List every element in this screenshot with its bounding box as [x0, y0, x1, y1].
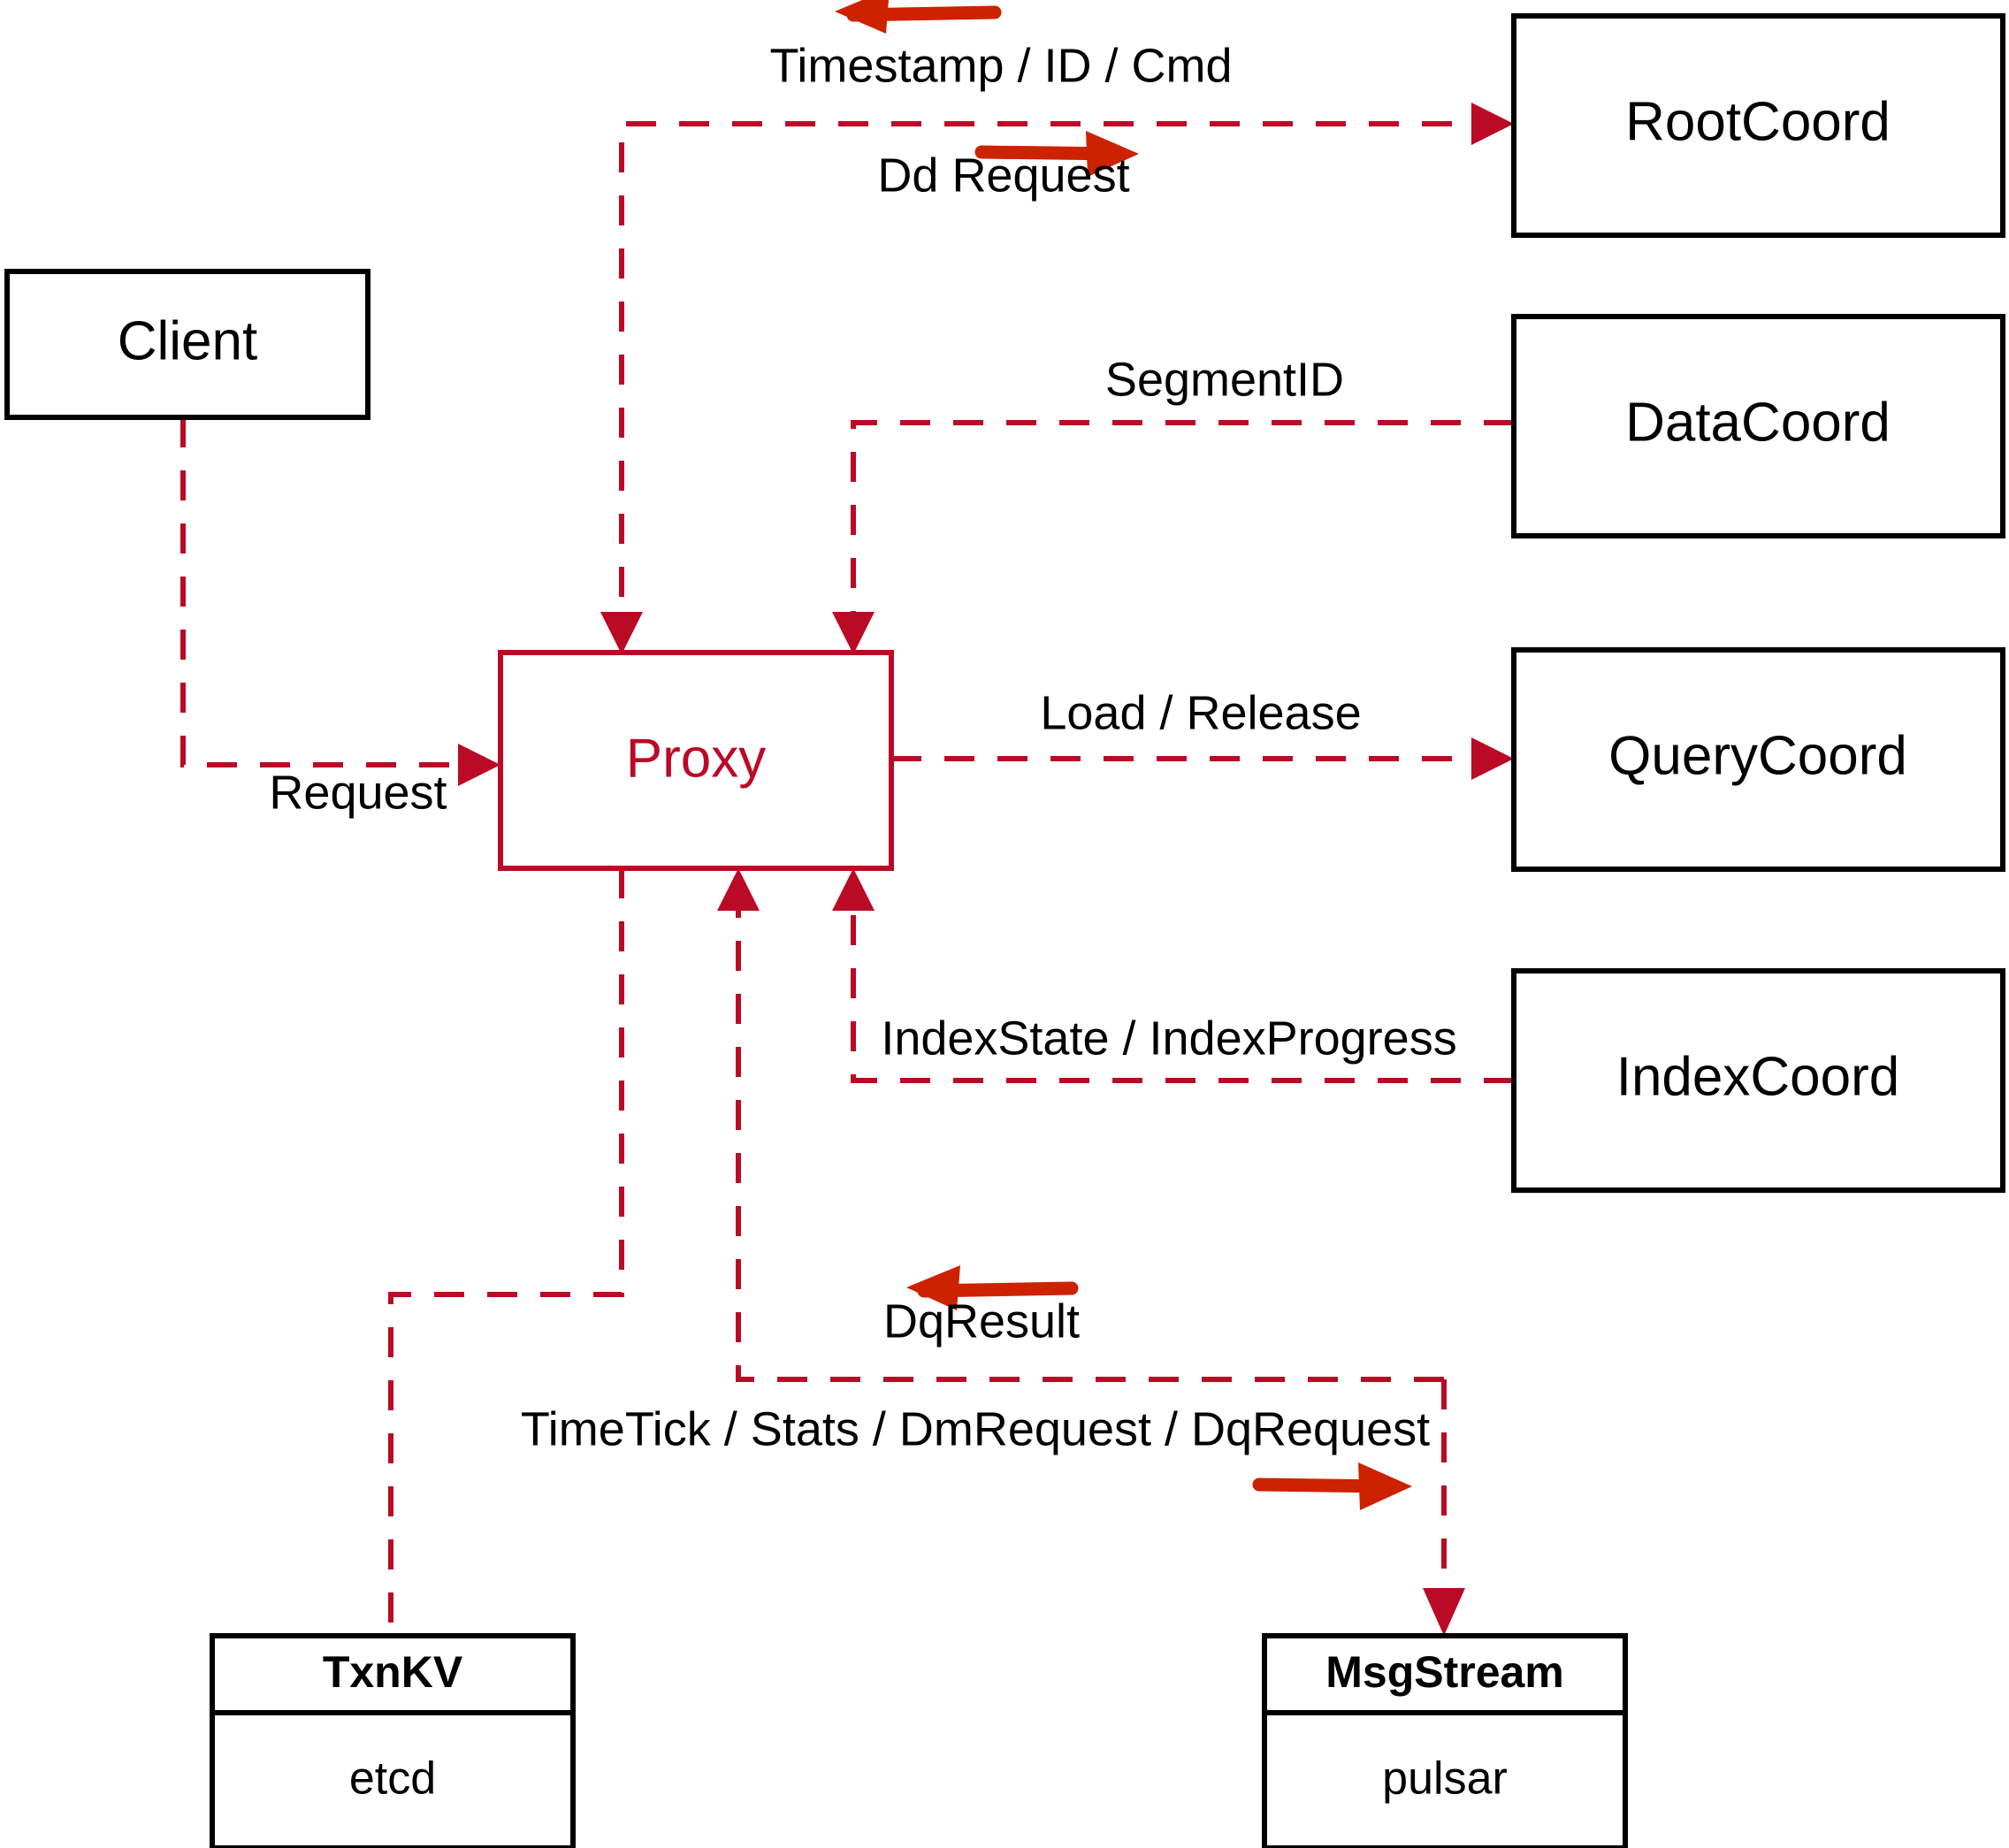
edge-label-time-tick: TimeTick / Stats / DmRequest / DqRequest — [521, 1402, 1430, 1455]
edge-label-load-release: Load / Release — [1040, 686, 1361, 739]
edge-label-timestamp: Timestamp / ID / Cmd — [769, 39, 1232, 92]
node-client[interactable]: Client — [4, 269, 370, 420]
node-proxy[interactable]: Proxy — [498, 650, 894, 871]
node-txnkv-body: etcd — [349, 1753, 436, 1805]
node-txnkv-header: TxnKV — [323, 1647, 463, 1697]
edge-load-release — [891, 737, 1514, 780]
edge-label-index-state: IndexState / IndexProgress — [881, 1012, 1456, 1065]
node-indexcoord[interactable]: IndexCoord — [1511, 968, 2005, 1193]
annotation-arrow-time-tick — [1252, 1462, 1412, 1510]
node-rootcoord-label: RootCoord — [1625, 91, 1891, 152]
annotation-arrow-timestamp — [835, 0, 1002, 34]
node-indexcoord-label: IndexCoord — [1616, 1046, 1900, 1107]
edge-segment-id — [832, 420, 1514, 654]
node-querycoord[interactable]: QueryCoord — [1511, 647, 2005, 872]
node-proxy-label: Proxy — [626, 728, 766, 789]
edge-time-tick — [1423, 1379, 1465, 1636]
node-querycoord-label: QueryCoord — [1608, 725, 1907, 786]
arrowhead-proxy-bottom-right — [832, 868, 875, 911]
edge-index-state — [832, 868, 1514, 1083]
annotation-arrow-dd-request — [974, 131, 1139, 177]
edge-request — [180, 417, 500, 786]
node-msgstream-body: pulsar — [1382, 1753, 1508, 1805]
arrowhead-querycoord — [1471, 737, 1514, 780]
arrowhead-proxy-top-right — [832, 612, 875, 654]
node-rootcoord[interactable]: RootCoord — [1511, 13, 2005, 238]
node-datacoord[interactable]: DataCoord — [1511, 314, 2005, 538]
edge-dd-request — [600, 103, 1514, 654]
edge-dq-result — [717, 868, 1444, 1382]
arrowhead-rootcoord — [1471, 103, 1514, 145]
edge-txnkv-link — [388, 868, 624, 1636]
node-msgstream-header: MsgStream — [1325, 1647, 1564, 1697]
edge-label-segment-id: SegmentID — [1105, 353, 1344, 406]
arrowhead-msgstream — [1423, 1588, 1465, 1636]
node-msgstream[interactable]: MsgStream pulsar — [1262, 1633, 1628, 1848]
arrowhead-proxy-bottom-mid — [717, 868, 760, 911]
arrowhead-proxy-top-left — [600, 612, 643, 654]
node-client-label: Client — [118, 310, 258, 371]
node-datacoord-label: DataCoord — [1625, 392, 1891, 453]
annotation-arrow-dq-result — [906, 1265, 1079, 1310]
edge-label-dd-request: Dd Request — [877, 149, 1129, 202]
arrowhead-proxy-left — [458, 744, 500, 786]
edge-label-dq-result: DqResult — [883, 1294, 1080, 1348]
node-txnkv[interactable]: TxnKV etcd — [210, 1633, 576, 1848]
edge-label-request: Request — [269, 766, 447, 819]
